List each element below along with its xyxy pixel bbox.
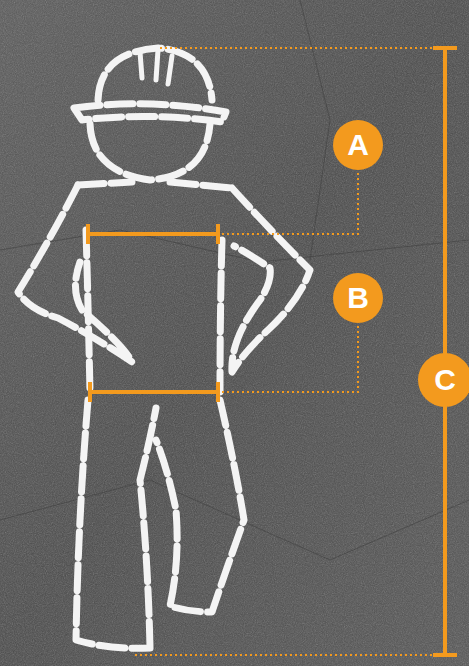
leader-b	[222, 323, 358, 392]
head	[90, 124, 210, 180]
right-leg	[156, 400, 244, 612]
dimension-lines	[88, 48, 457, 655]
callout-letter: A	[347, 130, 369, 160]
right-arm	[232, 188, 310, 372]
shoulders	[78, 182, 232, 188]
callout-circle: A	[333, 120, 383, 170]
torso	[86, 230, 222, 392]
callout-letter: B	[347, 283, 369, 313]
leader-bottom	[135, 654, 433, 656]
leader-top	[160, 47, 433, 49]
helmet-ridge	[140, 50, 172, 84]
left-leg	[76, 400, 156, 648]
callout-letter: C	[434, 365, 456, 395]
leader-a	[222, 170, 358, 234]
left-arm	[18, 185, 132, 362]
hip-width-bar	[90, 382, 218, 402]
leader-lines	[135, 48, 433, 655]
chest-width-bar	[88, 224, 218, 244]
helmet-dome	[98, 48, 212, 100]
chalk-worker	[18, 48, 310, 648]
callout-circle: C	[418, 353, 469, 407]
height-bar	[433, 48, 457, 655]
helmet-brim	[74, 104, 226, 122]
callout-circle: B	[333, 273, 383, 323]
